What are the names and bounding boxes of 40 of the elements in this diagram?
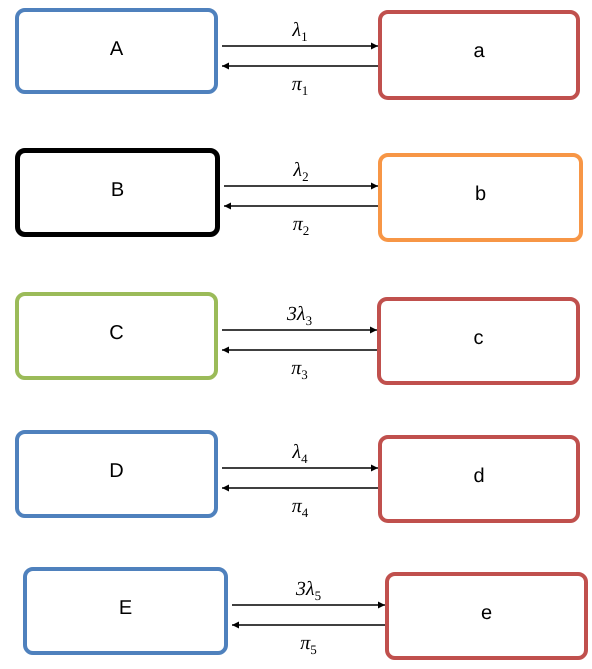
arrow: [222, 42, 378, 50]
rounded-box: [378, 10, 580, 100]
rounded-box: [15, 148, 220, 237]
edge-label: λ$_{1}$: [292, 20, 308, 43]
rounded-box: [15, 292, 218, 380]
edge-label: π$_{2}$: [292, 214, 310, 237]
edge-label: λ$_{4}$: [292, 442, 308, 465]
box-label: B: [110, 179, 126, 202]
rounded-box: [15, 8, 218, 94]
arrow: [232, 602, 385, 608]
edge-label: π$_{5}$: [300, 633, 317, 656]
rounded-box: [385, 572, 588, 660]
box-label: a: [472, 40, 486, 63]
arrow: [222, 62, 378, 70]
edge-label: 3λ$_{5}$: [296, 579, 322, 602]
arrow: [224, 202, 378, 210]
edge-label: π$_{3}$: [291, 358, 308, 381]
box-label: e: [480, 602, 494, 625]
box-label: E: [118, 597, 134, 620]
rounded-box: [23, 567, 228, 655]
rounded-box: [378, 435, 580, 523]
arrow: [222, 484, 378, 492]
arrow: [224, 182, 378, 190]
edge-label: λ$_{2}$: [293, 160, 309, 183]
edge-label: π$_{1}$: [292, 74, 308, 97]
arrow: [232, 622, 385, 628]
arrow: [222, 326, 377, 334]
rounded-box: [15, 430, 218, 518]
arrow: [222, 346, 377, 354]
edge-label: 3λ$_{3}$: [286, 304, 312, 327]
box-label: d: [472, 465, 486, 488]
box-label: C: [108, 322, 125, 345]
arrow: [222, 464, 378, 472]
box-label: b: [474, 183, 488, 206]
rounded-box: [378, 153, 583, 242]
box-label: D: [108, 460, 125, 483]
edge-label: π$_{4}$: [292, 496, 308, 519]
rounded-box: [377, 297, 580, 385]
box-label: c: [472, 327, 484, 350]
box-label: A: [108, 38, 124, 61]
